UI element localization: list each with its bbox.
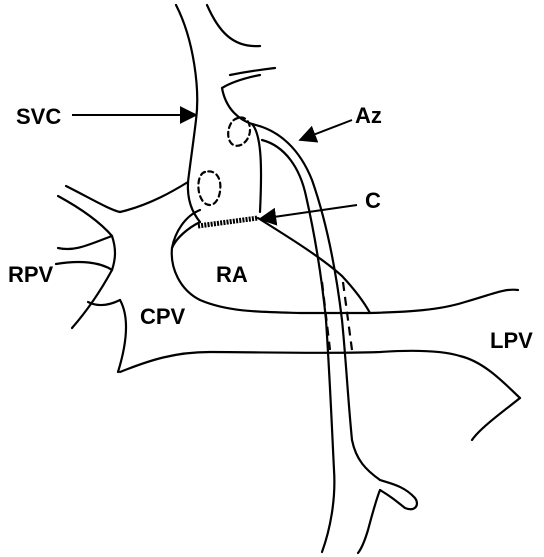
label-az: Az xyxy=(355,103,382,128)
cpv-left-wall xyxy=(112,236,115,270)
azygos-outer-wall xyxy=(252,124,380,480)
rpv-upper-branch xyxy=(58,186,120,249)
ra-upper-boundary xyxy=(120,182,188,212)
cpv-lower-wall xyxy=(120,351,520,398)
label-rpv: RPV xyxy=(8,262,54,287)
label-lpv: LPV xyxy=(490,328,533,353)
label-c: C xyxy=(365,188,381,213)
svc-left-wall xyxy=(176,5,197,182)
label-svc: SVC xyxy=(16,104,61,129)
connection-c-hatch xyxy=(198,218,258,226)
valve-oval-lower xyxy=(198,171,220,205)
az-pointer-arrow xyxy=(300,120,352,140)
label-ra: RA xyxy=(216,262,248,287)
label-cpv: CPV xyxy=(140,304,186,329)
azygos-inner-wall xyxy=(262,140,334,552)
cpv-bottom-left xyxy=(118,300,126,372)
svc-right-wall xyxy=(207,5,260,46)
azygos-right-branch xyxy=(358,480,417,553)
rpv-lower-branch xyxy=(56,262,120,328)
lpv-upper-branch xyxy=(368,290,518,313)
svc-right-branch xyxy=(230,68,275,75)
lpv-lower-branch xyxy=(472,398,520,440)
svc-right-wall-lower xyxy=(222,75,261,212)
